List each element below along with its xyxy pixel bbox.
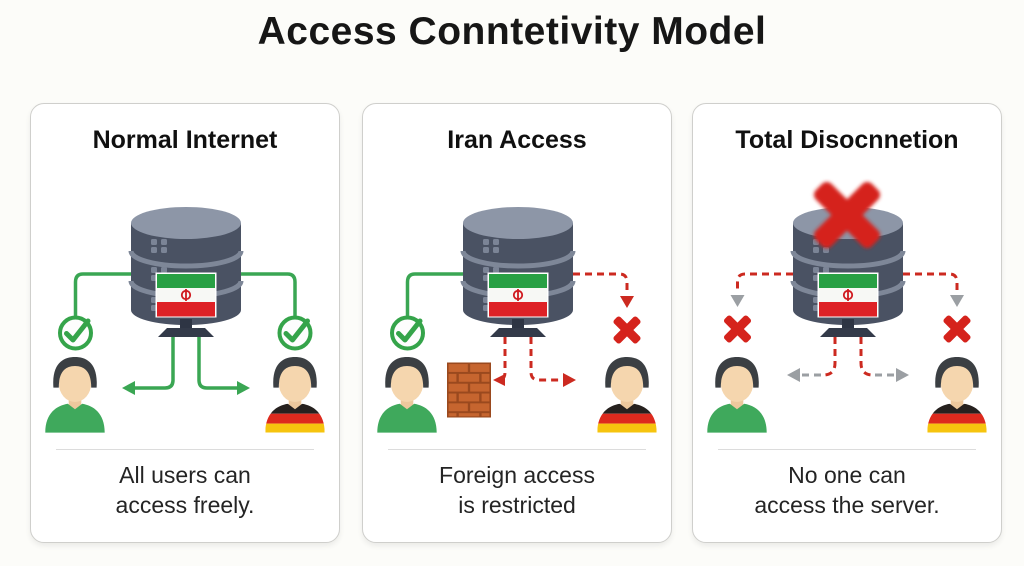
red-arrowheads — [493, 296, 634, 387]
foreign-user-icon — [597, 357, 656, 433]
cross-icon — [722, 314, 753, 344]
panel-normal-internet-header: Normal Internet — [92, 126, 278, 154]
firewall-brick-wall-icon — [447, 362, 491, 418]
check-circle-icon — [392, 318, 423, 349]
cross-icon — [612, 315, 642, 345]
connector-lines-red-dashed — [736, 272, 959, 377]
panel-normal-internet: Normal Internet All users can access fre… — [30, 103, 340, 543]
normal-internet-diagram — [45, 155, 341, 433]
panel-total-disconnection-header: Total Disocnnetion — [735, 126, 959, 154]
connector-line-green — [405, 272, 465, 325]
panel-iran-access: Iran Access Foreign access is restricted — [362, 103, 672, 543]
database-server-icon — [463, 207, 573, 337]
connector-lines-green — [73, 272, 297, 390]
caption-divider — [387, 449, 647, 450]
panel-iran-access-header: Iran Access — [447, 126, 587, 154]
green-arrowheads — [122, 381, 250, 395]
gray-arrowheads — [730, 295, 964, 382]
panel-total-disconnection-caption: No one can access the server. — [754, 462, 940, 519]
local-user-icon — [377, 357, 437, 433]
database-server-icon — [131, 207, 241, 337]
local-user-icon — [707, 357, 767, 433]
panel-total-disconnection: Total Disocnnetion — [692, 103, 1002, 543]
caption-divider — [717, 449, 977, 450]
total-disconnection-diagram — [707, 179, 1003, 433]
panel-normal-internet-caption: All users can access freely. — [115, 462, 255, 519]
foreign-user-icon — [927, 357, 986, 433]
local-user-icon — [45, 357, 105, 433]
cross-icon — [942, 314, 972, 344]
page-title: Access Conntetivity Model — [257, 10, 767, 53]
caption-divider — [55, 449, 315, 450]
check-circle-icon — [60, 318, 91, 349]
check-circle-icon — [280, 318, 311, 349]
foreign-user-icon — [265, 357, 324, 433]
iran-access-diagram — [377, 155, 673, 433]
panel-iran-access-caption: Foreign access is restricted — [439, 462, 595, 519]
